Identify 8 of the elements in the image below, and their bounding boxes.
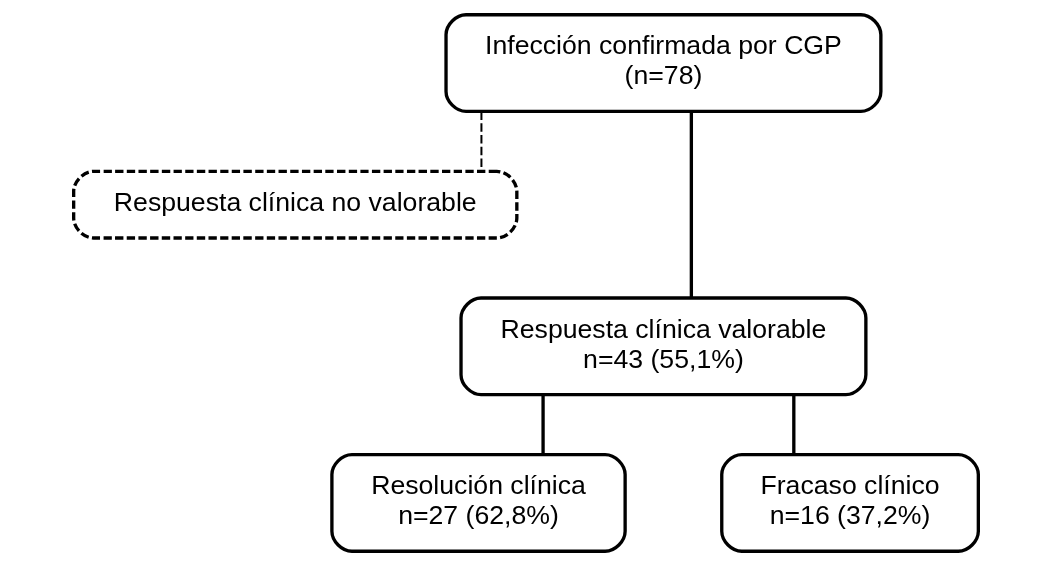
connector (541, 395, 545, 455)
connector (689, 111, 694, 298)
node-box: Resolución clínica n=27 (62,8%) (330, 452, 627, 553)
node-box: Fracaso clínico n=16 (37,2%) (720, 452, 980, 553)
node-box: Respuesta clínica valorable n=43 (55,1%) (459, 296, 868, 397)
node-box: Infección confirmada por CGP (n=78) (444, 13, 883, 114)
connector (792, 395, 796, 455)
node-box: Respuesta clínica no valorable (72, 169, 519, 240)
